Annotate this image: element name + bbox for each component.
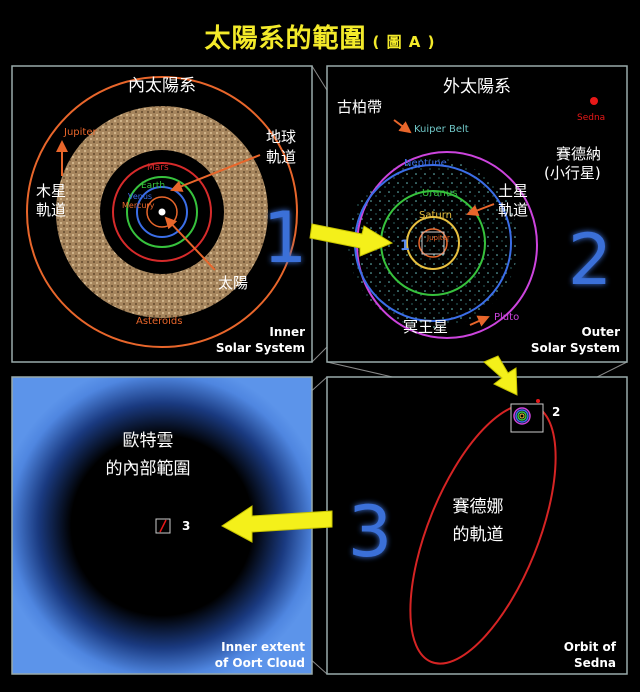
sedna-dot xyxy=(590,97,598,105)
panel1-number: 1 xyxy=(263,197,308,279)
title-sub: ( 圖 A ) xyxy=(372,33,436,51)
mercury-orbit xyxy=(146,196,178,228)
arrow-4-to-3 xyxy=(221,505,333,543)
title-main: 太陽系的範圍 xyxy=(204,24,367,54)
panel-sedna-orbit: 2 賽德娜 的軌道 Orbit of Sedna 3 xyxy=(326,376,628,675)
venus-label: Venus xyxy=(128,192,152,201)
neptune-label: Neptune xyxy=(404,158,447,169)
jupiter-label: Jupiter xyxy=(63,127,97,138)
panel1-corner-line2: Solar System xyxy=(216,341,305,355)
earth-orbit xyxy=(126,176,198,248)
saturn-orbit xyxy=(406,216,460,270)
earth-orbit-label-1: 地球 xyxy=(266,128,296,146)
pluto-label: Pluto xyxy=(494,312,519,323)
saturn-label: Saturn xyxy=(419,210,452,221)
sedna-zoom-box xyxy=(155,518,171,534)
jupiter-orbit xyxy=(26,76,298,348)
kuiper-cn-label: 古柏帶 xyxy=(337,98,382,116)
jupiter-orbit-outer xyxy=(418,228,448,258)
saturn-orbit-label-2: 軌道 xyxy=(498,201,528,219)
uranus-label: Uranus xyxy=(422,188,457,199)
jupiter-outer-label: Jupiter xyxy=(426,234,450,242)
panel4-number: 3 xyxy=(348,491,393,573)
arrow-1-to-2 xyxy=(309,223,394,257)
kuiper-belt xyxy=(348,158,518,328)
sedna-cn-label-1: 賽德納 xyxy=(556,145,601,163)
panel2-number: 2 xyxy=(568,219,613,301)
panel3-corner-line2: of Oort Cloud xyxy=(215,656,305,670)
pluto-cn-label: 冥王星 xyxy=(403,318,448,336)
sun-label: 太陽 xyxy=(218,274,248,292)
panel4-corner-line1: Orbit of xyxy=(564,640,617,654)
sun xyxy=(158,208,166,216)
panel2-corner-line2: Solar System xyxy=(531,341,620,355)
transition-arrows xyxy=(221,223,518,543)
oort-label-1: 歐特雲 xyxy=(123,431,174,451)
jupiter-orbit-label-2: 軌道 xyxy=(36,201,66,219)
panel3-corner-line1: Inner extent xyxy=(221,640,305,654)
panel2-small-number: 1 xyxy=(400,238,410,254)
mars-label: Mars xyxy=(147,163,169,173)
panel4-corner-line2: Sedna xyxy=(574,656,616,670)
panel1-heading: 內太陽系 xyxy=(128,76,196,96)
page-title: 太陽系的範圍 ( 圖 A ) xyxy=(0,18,640,55)
sedna-orbit-label-1: 賽德娜 xyxy=(453,496,504,517)
arrow-2-to-4 xyxy=(483,355,518,396)
asteroid-belt xyxy=(56,106,268,318)
panel2-heading: 外太陽系 xyxy=(443,77,511,97)
panel4-small-number: 2 xyxy=(552,405,560,419)
jupiter-orbit-label-1: 木星 xyxy=(36,182,66,200)
oort-label-2: 的內部範圍 xyxy=(106,459,191,479)
earth-orbit-label-2: 軌道 xyxy=(266,148,296,166)
sedna-orbit-label-2: 的軌道 xyxy=(453,525,504,545)
panel-inner-solar-system: 內太陽系 Jupiter Mars Earth Venus Mercury As… xyxy=(11,65,313,363)
saturn-orbit-label-1: 土星 xyxy=(498,182,528,200)
mars-orbit xyxy=(112,162,212,262)
asteroids-label: Asteroids xyxy=(136,316,182,327)
panel-outer-solar-system: 外太陽系 古柏帶 Kuiper Belt Sedna 賽德納 (小行星) Nep… xyxy=(326,65,628,363)
inner-zoom-box xyxy=(421,231,445,255)
panel1-corner-line1: Inner xyxy=(269,325,305,339)
earth-label: Earth xyxy=(141,181,165,191)
mercury-label: Mercury xyxy=(122,201,155,210)
venus-orbit xyxy=(136,186,188,238)
panel2-corner-line1: Outer xyxy=(581,325,620,339)
kuiper-label: Kuiper Belt xyxy=(414,124,469,135)
sedna-label: Sedna xyxy=(577,113,605,123)
sedna-cn-label-2: (小行星) xyxy=(544,164,601,182)
panel3-small-number: 3 xyxy=(182,519,190,533)
